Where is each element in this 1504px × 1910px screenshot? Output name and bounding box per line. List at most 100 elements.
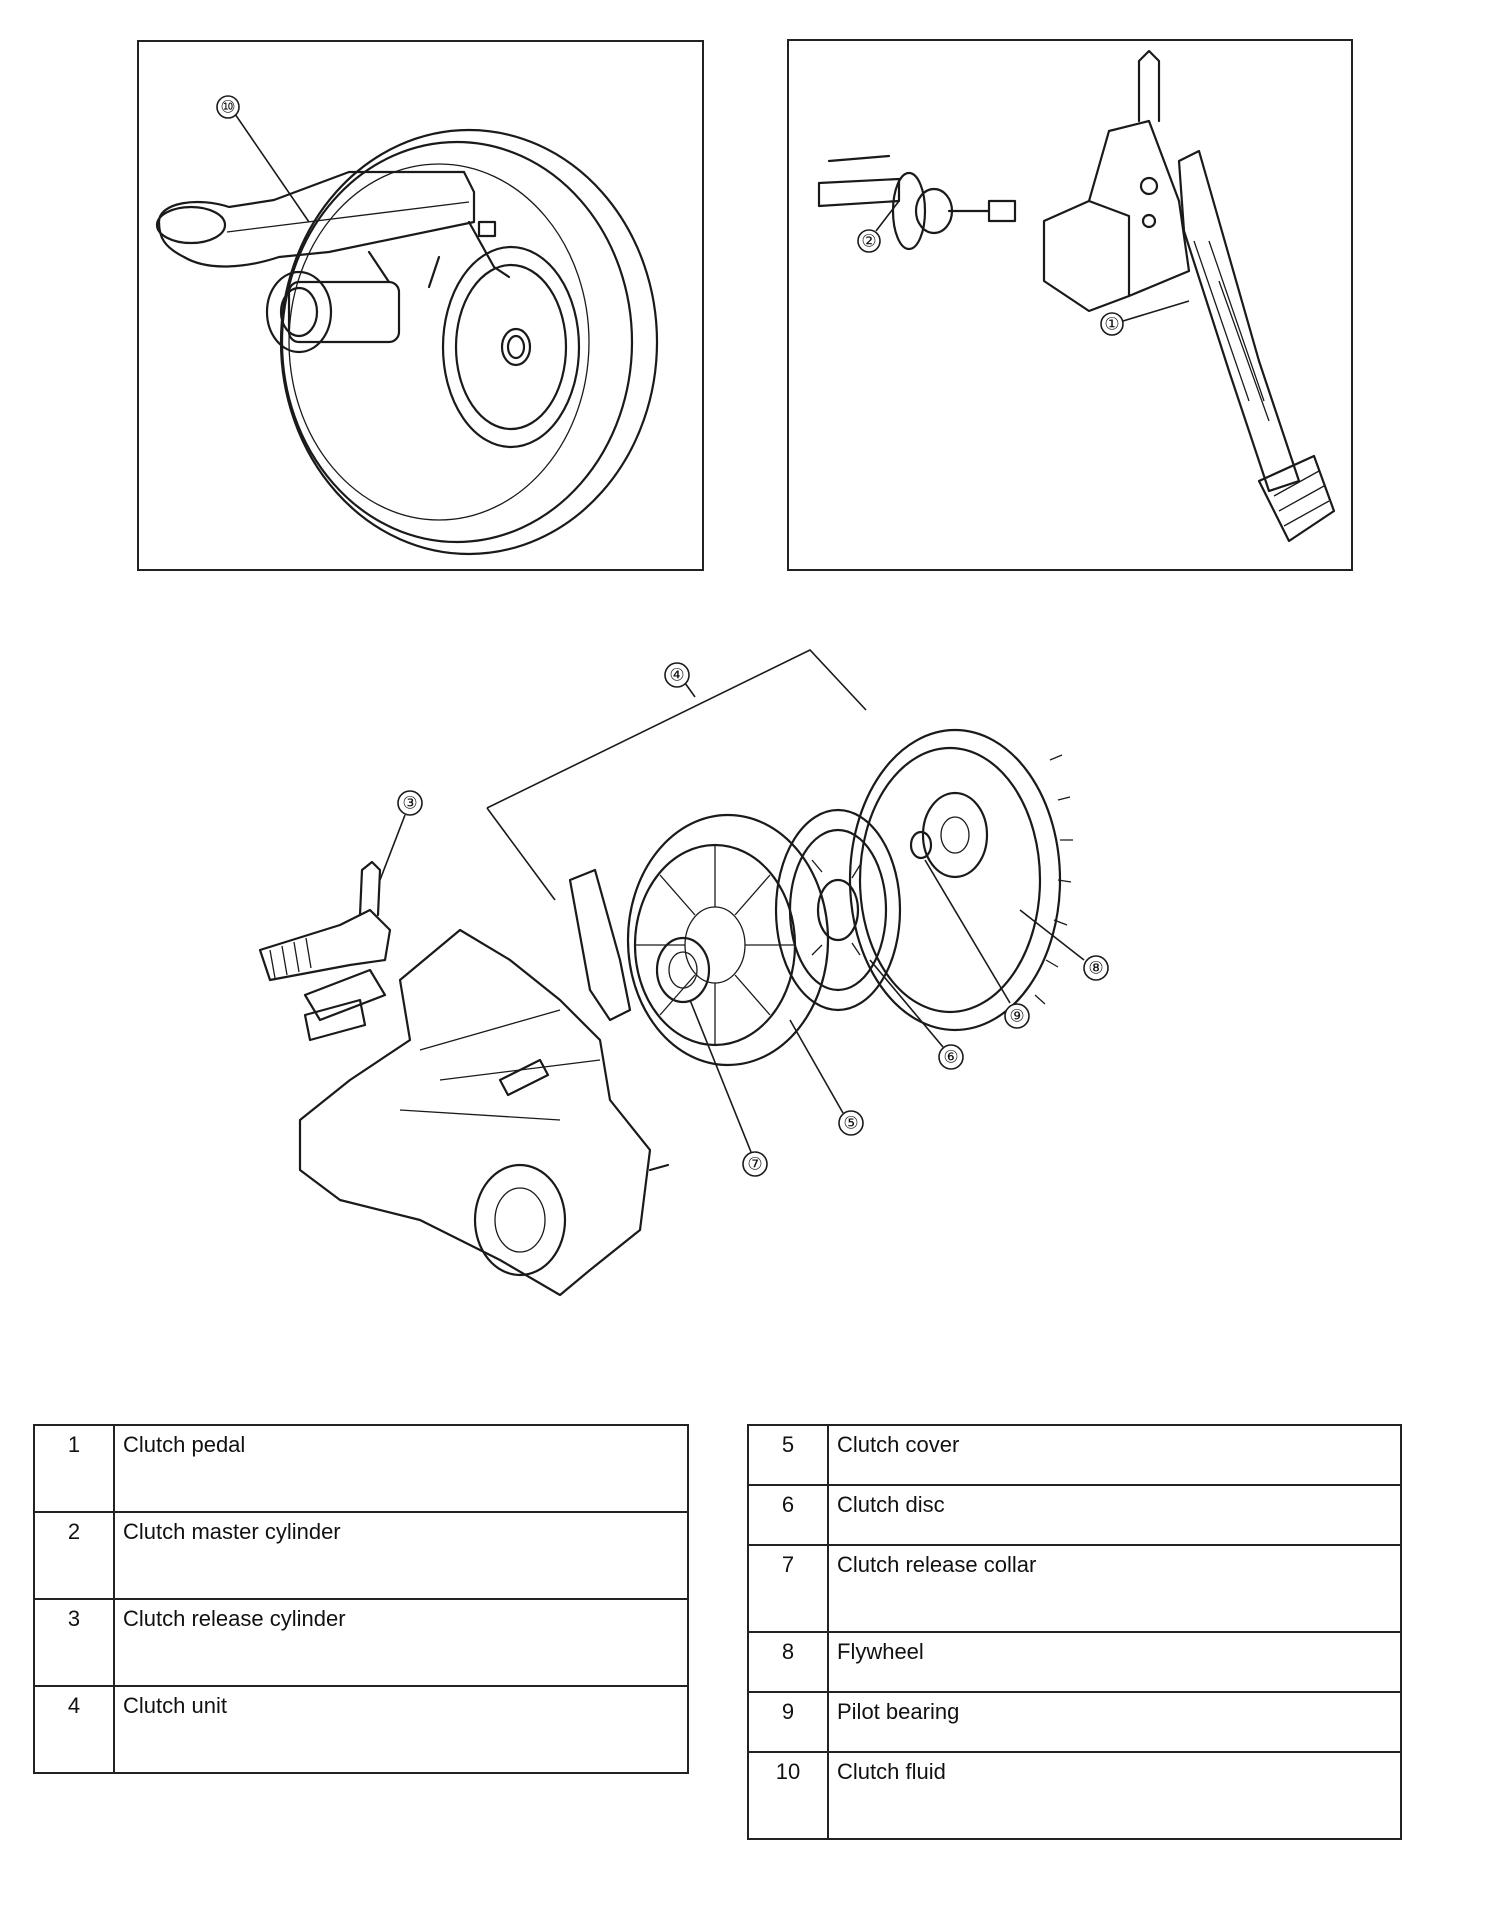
booster-grommet <box>500 327 532 367</box>
master-cylinder-bore <box>279 286 319 338</box>
legend-row: 3 Clutch release cylinder <box>33 1598 689 1687</box>
parts-legend-left: 1 Clutch pedal 2 Clutch master cylinder … <box>33 1424 689 1774</box>
legend-row: 8 Flywheel <box>747 1631 1402 1693</box>
legend-row: 5 Clutch cover <box>747 1424 1402 1486</box>
callout-4-leader <box>684 682 696 698</box>
callout-10-leader <box>234 113 310 223</box>
booster-reservoir-panel: ⑩ <box>137 40 704 571</box>
reservoir-seam <box>226 201 470 233</box>
legend-number: 3 <box>33 1598 115 1687</box>
booster-face <box>288 163 590 521</box>
legend-label: Clutch release cylinder <box>113 1598 689 1687</box>
booster-grommet-inner <box>506 334 526 360</box>
callout-10-label: ⑩ <box>220 98 235 117</box>
flywheel-center-bore <box>940 816 970 854</box>
callout-5-leader <box>789 1019 844 1114</box>
pedal-illustration: ② ① <box>817 49 1336 543</box>
callout-2-label: ② <box>861 232 876 251</box>
reservoir-body <box>157 170 476 268</box>
callout-4-circle <box>664 662 690 688</box>
clutch-cover-outer <box>626 813 830 1067</box>
flywheel-gear-teeth <box>1034 754 1073 1005</box>
release-cylinder-bleeder <box>358 860 382 917</box>
callout-9-leader <box>924 859 1011 1004</box>
callout-7-label: ⑦ <box>747 1155 762 1174</box>
release-fork <box>568 868 632 1022</box>
transmission-ribs <box>399 1009 601 1121</box>
legend-number: 4 <box>33 1685 115 1774</box>
callout-2-leader <box>875 200 900 232</box>
legend-number: 6 <box>747 1484 829 1546</box>
clutch-disc-hub <box>816 878 860 942</box>
flywheel-center <box>921 791 989 879</box>
legend-label: Clutch fluid <box>827 1751 1402 1840</box>
transmission-stud <box>648 1163 670 1172</box>
clutch-disc-lining <box>788 828 888 992</box>
callout-8-label: ⑧ <box>1088 959 1103 978</box>
booster-hub <box>441 245 581 449</box>
legend-row: 7 Clutch release collar <box>747 1544 1402 1633</box>
master-cylinder-flange <box>891 171 927 251</box>
callout-6-circle <box>938 1044 964 1070</box>
legend-label: Clutch pedal <box>113 1424 689 1513</box>
callout-1-leader <box>1122 300 1190 322</box>
master-cylinder-end <box>265 270 333 354</box>
clutch-disc-springs <box>811 859 861 956</box>
legend-number: 1 <box>33 1424 115 1513</box>
callout-1-circle <box>1100 312 1124 336</box>
callout-9-circle <box>1004 1003 1030 1029</box>
callout-6-leader <box>869 959 944 1048</box>
pilot-bearing <box>909 830 933 860</box>
booster-inner-rim <box>280 140 634 544</box>
callout-9-label: ⑨ <box>1009 1007 1024 1026</box>
transmission-bearing-boss <box>494 1187 546 1253</box>
release-pad-lower <box>303 998 367 1042</box>
legend-number: 9 <box>747 1691 829 1753</box>
legend-row: 9 Pilot bearing <box>747 1691 1402 1753</box>
clutch-cover-center <box>684 906 746 984</box>
booster-hub-inner <box>454 263 568 431</box>
brake-line <box>467 220 511 279</box>
release-cylinder-body <box>258 908 392 982</box>
clutch-assembly-illustration: ④ ③ ⑤ ⑥ ⑦ ⑧ ⑨ <box>258 649 1109 1297</box>
legend-label: Clutch master cylinder <box>113 1511 689 1600</box>
callout-8-circle <box>1083 955 1109 981</box>
callout-7-circle <box>742 1151 768 1177</box>
callout-3-label: ③ <box>402 794 417 813</box>
legend-label: Flywheel <box>827 1631 1402 1693</box>
legend-label: Clutch unit <box>113 1685 689 1774</box>
pedal-pivot <box>1139 176 1159 196</box>
legend-number: 10 <box>747 1751 829 1840</box>
clutch-unit-bracket-top <box>486 649 867 809</box>
legend-number: 5 <box>747 1424 829 1486</box>
pushrod-clevis <box>987 199 1017 223</box>
flywheel-ring-gear <box>848 728 1062 1032</box>
legend-label: Clutch release collar <box>827 1544 1402 1633</box>
pedal-bracket-upper <box>1087 119 1191 298</box>
legend-label: Pilot bearing <box>827 1691 1402 1753</box>
flywheel-face <box>858 746 1042 1014</box>
pedal-pivot-lower <box>1141 213 1157 229</box>
master-cylinder-body <box>287 280 401 344</box>
callout-3-leader <box>379 814 406 881</box>
callout-8-leader <box>1019 909 1085 961</box>
pedal-arm-ribs <box>1193 240 1270 422</box>
clutch-unit-bracket-left <box>486 807 556 901</box>
booster-reservoir-illustration: ⑩ <box>155 95 659 556</box>
reservoir-connector <box>477 220 497 238</box>
release-collar <box>655 936 711 1004</box>
callout-1-label: ① <box>1104 315 1119 334</box>
callout-6-label: ⑥ <box>943 1048 958 1067</box>
legend-row: 4 Clutch unit <box>33 1685 689 1774</box>
callout-5-label: ⑤ <box>843 1114 858 1133</box>
legend-row: 2 Clutch master cylinder <box>33 1511 689 1600</box>
legend-number: 8 <box>747 1631 829 1693</box>
master-cylinder-hose <box>827 154 891 163</box>
legend-number: 7 <box>747 1544 829 1633</box>
release-cylinder-boot <box>269 937 312 979</box>
callout-5-circle <box>838 1110 864 1136</box>
release-collar-bore <box>668 951 698 989</box>
transmission-input-shaft <box>498 1058 550 1097</box>
clutch-disc-outer <box>774 808 902 1012</box>
legend-row: 1 Clutch pedal <box>33 1424 689 1513</box>
